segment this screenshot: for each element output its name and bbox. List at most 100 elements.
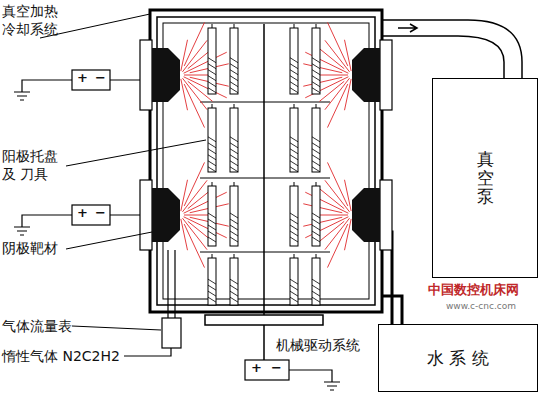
plasma-ray — [303, 64, 342, 73]
plasma-ray — [184, 192, 227, 213]
watermark: www.c-cnc.com — [446, 301, 516, 311]
plasma-ray — [345, 79, 352, 110]
target-flange — [140, 180, 152, 250]
drill-flute — [312, 161, 320, 166]
gas-flow-meter — [162, 318, 181, 348]
drill-flute — [208, 231, 216, 236]
drill-flute — [208, 137, 216, 142]
drill-flute — [230, 285, 238, 290]
plasma-ray — [184, 224, 204, 268]
drill-flute — [290, 82, 298, 87]
drill-tool — [230, 186, 238, 246]
plasma-ray — [319, 49, 344, 69]
power-supply — [245, 360, 289, 380]
chamber-wall — [150, 10, 382, 312]
vacuum-pipe — [382, 36, 504, 78]
drill-flute — [230, 149, 238, 154]
drill-flute — [312, 279, 320, 284]
drill-flute — [230, 213, 238, 218]
tool-holder — [234, 254, 235, 258]
drill-flute — [312, 167, 320, 172]
drill-flute — [208, 82, 216, 87]
tool-holder — [212, 104, 213, 108]
anode-tray — [200, 178, 330, 179]
drive-shaft — [263, 24, 265, 315]
plasma-ray — [316, 75, 348, 76]
plasma-ray — [184, 162, 204, 206]
target-flange — [380, 180, 392, 250]
plasma-ray — [327, 22, 347, 66]
drill-flute — [230, 64, 238, 69]
drill-flute — [290, 70, 298, 75]
drill-flute — [290, 219, 298, 224]
power-supply — [72, 70, 110, 90]
drill-flute — [290, 285, 298, 290]
drill-flute — [208, 285, 216, 290]
drill-flute — [312, 297, 320, 302]
drill-flute — [312, 237, 320, 242]
drill-flute — [290, 149, 298, 154]
tool-holder — [234, 182, 235, 186]
anode-tray — [200, 252, 330, 253]
water-system-box: 水 系 统 — [378, 324, 538, 392]
leader-line — [66, 140, 206, 166]
vacuum-pipe — [382, 20, 522, 78]
part-label: 阴极靶材 — [2, 240, 58, 258]
drill-flute — [230, 88, 238, 93]
drill-flute — [208, 143, 216, 148]
leader-line — [66, 232, 152, 249]
plasma-ray — [184, 52, 227, 73]
drill-flute — [208, 167, 216, 172]
plasma-ray — [184, 84, 204, 128]
drill-flute — [208, 297, 216, 302]
flow-arrow — [398, 24, 417, 32]
drill-tool — [230, 28, 238, 94]
plasma-ray — [319, 81, 344, 101]
drill-flute — [230, 225, 238, 230]
drill-flute — [230, 155, 238, 160]
drill-tool — [312, 108, 320, 172]
drill-flute — [312, 149, 320, 154]
plasma-ray — [303, 217, 342, 226]
drill-flute — [208, 225, 216, 230]
drive-wire — [263, 325, 265, 360]
box-title: 水 系 统 — [427, 347, 489, 370]
drill-flute — [208, 213, 216, 218]
tool-holder — [294, 254, 295, 258]
cathode-target — [152, 188, 180, 242]
target-flange — [380, 40, 392, 110]
drill-tool — [290, 108, 298, 172]
base-plate — [205, 315, 323, 325]
drill-flute — [312, 291, 320, 296]
drill-flute — [290, 143, 298, 148]
drill-flute — [312, 64, 320, 69]
drill-flute — [208, 279, 216, 284]
drill-tool — [290, 28, 298, 94]
drill-flute — [312, 88, 320, 93]
drill-flute — [230, 137, 238, 142]
polarity-sign: + — [77, 206, 88, 221]
drill-tool — [208, 258, 216, 305]
part-label: 阳极托盘及 刀具 — [2, 148, 62, 183]
plasma-ray — [181, 79, 188, 110]
watermark: 中国数控机床网 — [428, 283, 519, 298]
polarity-sign: + — [77, 71, 88, 86]
drill-flute — [290, 225, 298, 230]
drill-flute — [312, 143, 320, 148]
drill-flute — [290, 237, 298, 242]
drill-flute — [208, 58, 216, 63]
ground-wire — [289, 370, 340, 390]
tool-holder — [234, 104, 235, 108]
system-label: 真空加热冷却系统 — [2, 3, 62, 38]
drill-tool — [312, 186, 320, 246]
part-label: 惰性气体 N2C2H2 — [2, 348, 120, 366]
drill-flute — [230, 161, 238, 166]
drill-flute — [290, 297, 298, 302]
polarity-sign: − — [95, 206, 106, 221]
box-title: 真空泵 — [477, 150, 494, 206]
drill-flute — [208, 155, 216, 160]
drill-tool — [230, 258, 238, 305]
gas-pipe — [168, 250, 175, 318]
plasma-ray — [316, 215, 348, 216]
tool-holder — [316, 254, 317, 258]
